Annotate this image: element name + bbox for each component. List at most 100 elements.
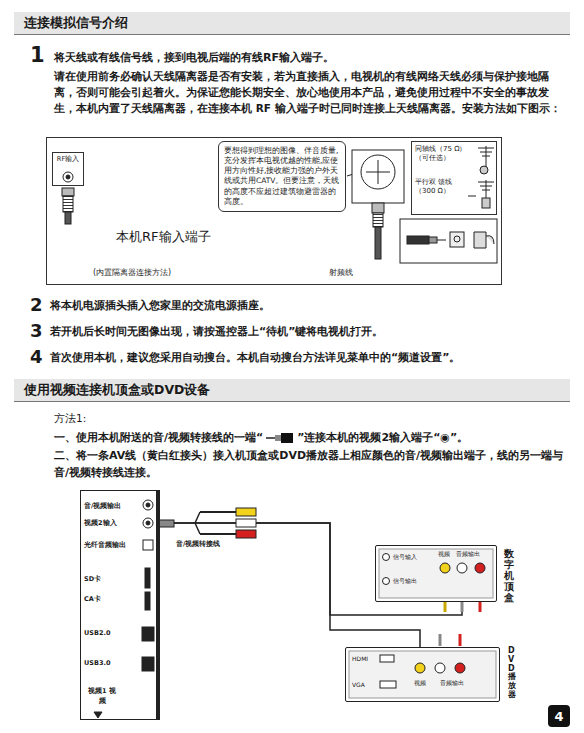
antenna-icons xyxy=(478,182,494,183)
step-number: 3 xyxy=(30,320,43,341)
dvd-player-ports xyxy=(349,651,496,698)
section-band: 连接模拟信号介绍 xyxy=(14,12,570,35)
set-top-box-ports xyxy=(457,563,467,573)
plug-illustration xyxy=(437,240,446,241)
step-number: 2 xyxy=(30,294,43,315)
step-text: 若开机后长时间无图像出现，请按遥控器上“待机”键将电视机打开。 xyxy=(50,324,383,339)
note-callout: 要想得到理想的图像、伴音质量,充分发挥本电视优越的性能,应使用方向性好,接收能力… xyxy=(218,141,346,212)
node-text: 光纤音频输出 xyxy=(84,541,140,550)
set-top-box-ports xyxy=(444,602,447,612)
plug-icon xyxy=(281,433,293,443)
dvd-player-ports xyxy=(380,655,394,662)
set-top-box-ports xyxy=(383,578,390,585)
rf-port-art xyxy=(63,172,73,182)
antenna-icons xyxy=(468,196,476,197)
antenna-icons xyxy=(480,186,492,187)
plug-icon xyxy=(266,437,275,439)
node-text: 音频输出 xyxy=(456,551,480,558)
av-converter-cable xyxy=(200,533,236,535)
set-top-box: 数字机顶盒信号输入信号输出视频音频输出 xyxy=(375,545,497,602)
isolator-art xyxy=(375,227,381,259)
tv-panel-ports xyxy=(143,500,153,510)
body-paragraph: 请在使用前务必确认天线隔离器是否有安装，若为直接插入，电视机的有线网络天线必须与… xyxy=(54,69,564,116)
plug-illustration xyxy=(400,219,497,263)
dvd-player-ports xyxy=(415,663,425,673)
set-top-box-ports xyxy=(379,549,493,612)
dvd-player-ports xyxy=(435,663,445,673)
antenna-icons xyxy=(480,166,488,174)
antenna-icons xyxy=(482,156,490,157)
tv-panel-ports xyxy=(145,592,150,610)
node-text: 使用视频连接机顶盒或DVD设备 xyxy=(24,382,560,399)
node-text: 信号输出 xyxy=(393,578,417,585)
av-converter-cable xyxy=(236,508,256,516)
dvd-player-ports xyxy=(380,681,396,688)
antenna-box: 同轴线（75 Ω） （可任选） 平行双 馈线（300 Ω） xyxy=(411,141,497,215)
node-text: SD卡 xyxy=(84,575,140,584)
antenna-icons xyxy=(482,190,490,191)
set-top-box-ports xyxy=(475,563,485,573)
antenna-icons xyxy=(478,148,494,149)
plug-illustration xyxy=(474,232,494,248)
tv-panel-ports xyxy=(94,712,102,718)
step-number: 4 xyxy=(30,346,43,367)
node-text: (内置隔离器连接方法) xyxy=(93,267,171,278)
isolator-art xyxy=(372,203,384,213)
diagram-frame: (内置隔离器连接方法) 射频线 RF输入 要想得到理想的图像、伴音质量,充分发挥本电视… xyxy=(46,137,502,285)
node-text: 视频2输入 xyxy=(84,519,140,528)
tv-panel-ports xyxy=(146,503,150,507)
plug-icon xyxy=(265,432,295,444)
section-band: 使用视频连接机顶盒或DVD设备 xyxy=(14,379,570,402)
step-text: 二、将一条AV线（黄白红接头）接入机顶盒或DVD播放器上相应颜色的音/视频输出端… xyxy=(54,448,564,481)
tv-panel-ports xyxy=(94,500,154,718)
step-text: 首次使用本机，建议您采用自动搜台。本机自动搜台方法详见菜单中的“频道设置”。 xyxy=(50,350,460,365)
plug-illustration xyxy=(450,232,464,247)
set-top-box-ports xyxy=(440,563,450,573)
av-converter-cable xyxy=(195,523,200,534)
node-text: 视频1 视频 xyxy=(87,687,117,707)
antenna-icons xyxy=(468,146,494,208)
tv-panel-ports xyxy=(142,657,154,671)
dvd-player: DVD播放器HDMIVGA视频音频输出 xyxy=(345,647,500,702)
step-text: 将天线或有线信号线，接到电视后端的有线RF输入端子。 xyxy=(54,50,334,65)
node-text: 平行双 馈线（300 Ω） xyxy=(415,178,471,196)
node-text: USB3.0 xyxy=(84,659,140,667)
tv-panel-ports xyxy=(146,521,150,525)
set-top-box-ports xyxy=(461,602,464,612)
tv-panel-ports xyxy=(143,540,153,550)
node-text: 视频 xyxy=(438,551,450,558)
plug-illustration xyxy=(429,237,437,243)
rf-port-art xyxy=(66,175,70,179)
rf-port-art xyxy=(62,188,74,196)
isolator-art xyxy=(347,150,404,259)
plug-icon xyxy=(275,435,281,441)
step-text: 将本机电源插头插入您家里的交流电源插座。 xyxy=(50,298,270,313)
isolator-art xyxy=(352,150,404,203)
dvd-player-ports xyxy=(349,634,496,698)
isolator-art xyxy=(373,213,383,227)
node-text: 信号输入 xyxy=(393,554,417,561)
node-text: RF输入 xyxy=(53,155,83,164)
node-text: 射频线 xyxy=(329,267,353,278)
node-text: 同轴线（75 Ω） （可任选） xyxy=(415,145,471,163)
tv-panel-ports xyxy=(143,518,153,528)
node-text: 视频 xyxy=(414,679,426,688)
rf-port-art xyxy=(65,212,71,224)
rf-input-port: RF输入 xyxy=(52,152,84,186)
part-label: 本机RF输入端子 xyxy=(116,228,211,246)
node-text: 连接模拟信号介绍 xyxy=(24,15,560,32)
antenna-icons xyxy=(482,198,490,208)
step-text: 一、使用本机附送的音/视频转接线的一端“ xyxy=(54,430,263,445)
node-text: USB2.0 xyxy=(84,629,140,637)
dvd-player-ports xyxy=(455,663,465,673)
rf-port-art xyxy=(63,196,73,212)
set-top-box-ports xyxy=(479,602,482,612)
antenna-icons xyxy=(480,152,492,153)
node-text: 要想得到理想的图像、伴音质量,充分发挥本电视优越的性能,应使用方向性好,接收能力… xyxy=(224,146,340,207)
node-text: 音/视频输出 xyxy=(84,502,140,511)
av-converter-cable xyxy=(158,508,256,538)
av-converter-cable xyxy=(236,519,256,527)
rf-port-art xyxy=(62,172,74,224)
step-text: ”连接本机的视频2输入端子“◉”。 xyxy=(297,430,468,445)
